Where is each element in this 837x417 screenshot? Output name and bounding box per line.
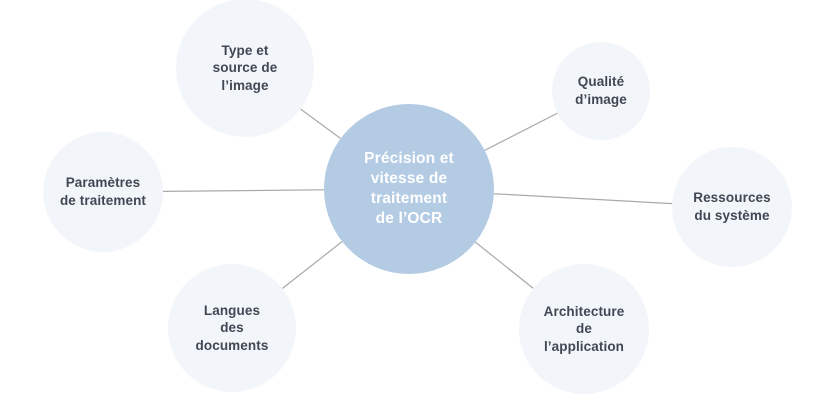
node-parametres-traitement[interactable]: Paramètres de traitement	[43, 132, 163, 252]
connector-langues-documents	[281, 241, 343, 289]
node-architecture-application-label: Architecture de l’application	[543, 303, 625, 354]
node-type-source-image-label: Type et source de l’image	[212, 42, 278, 93]
node-architecture-application[interactable]: Architecture de l’application	[519, 264, 649, 394]
node-ressources-systeme-label: Ressources du système	[693, 190, 771, 223]
node-type-source-image[interactable]: Type et source de l’image	[176, 0, 314, 137]
connector-ressources-systeme	[493, 193, 673, 205]
node-langues-documents[interactable]: Langues des documents	[168, 264, 296, 392]
node-ressources-systeme[interactable]: Ressources du système	[672, 147, 792, 267]
connector-qualite-image	[484, 112, 558, 151]
connector-parametres-traitement	[162, 189, 325, 193]
connector-type-source-image	[300, 108, 341, 140]
node-qualite-image[interactable]: Qualité d’image	[552, 42, 650, 140]
node-center[interactable]: Précision et vitesse de traitement de l’…	[324, 104, 494, 274]
node-parametres-traitement-label: Paramètres de traitement	[59, 175, 147, 208]
node-center-label: Précision et vitesse de traitement de l’…	[364, 149, 454, 228]
node-qualite-image-label: Qualité d’image	[575, 74, 627, 107]
connector-architecture-application	[474, 241, 534, 289]
node-langues-documents-label: Langues des documents	[195, 302, 269, 353]
